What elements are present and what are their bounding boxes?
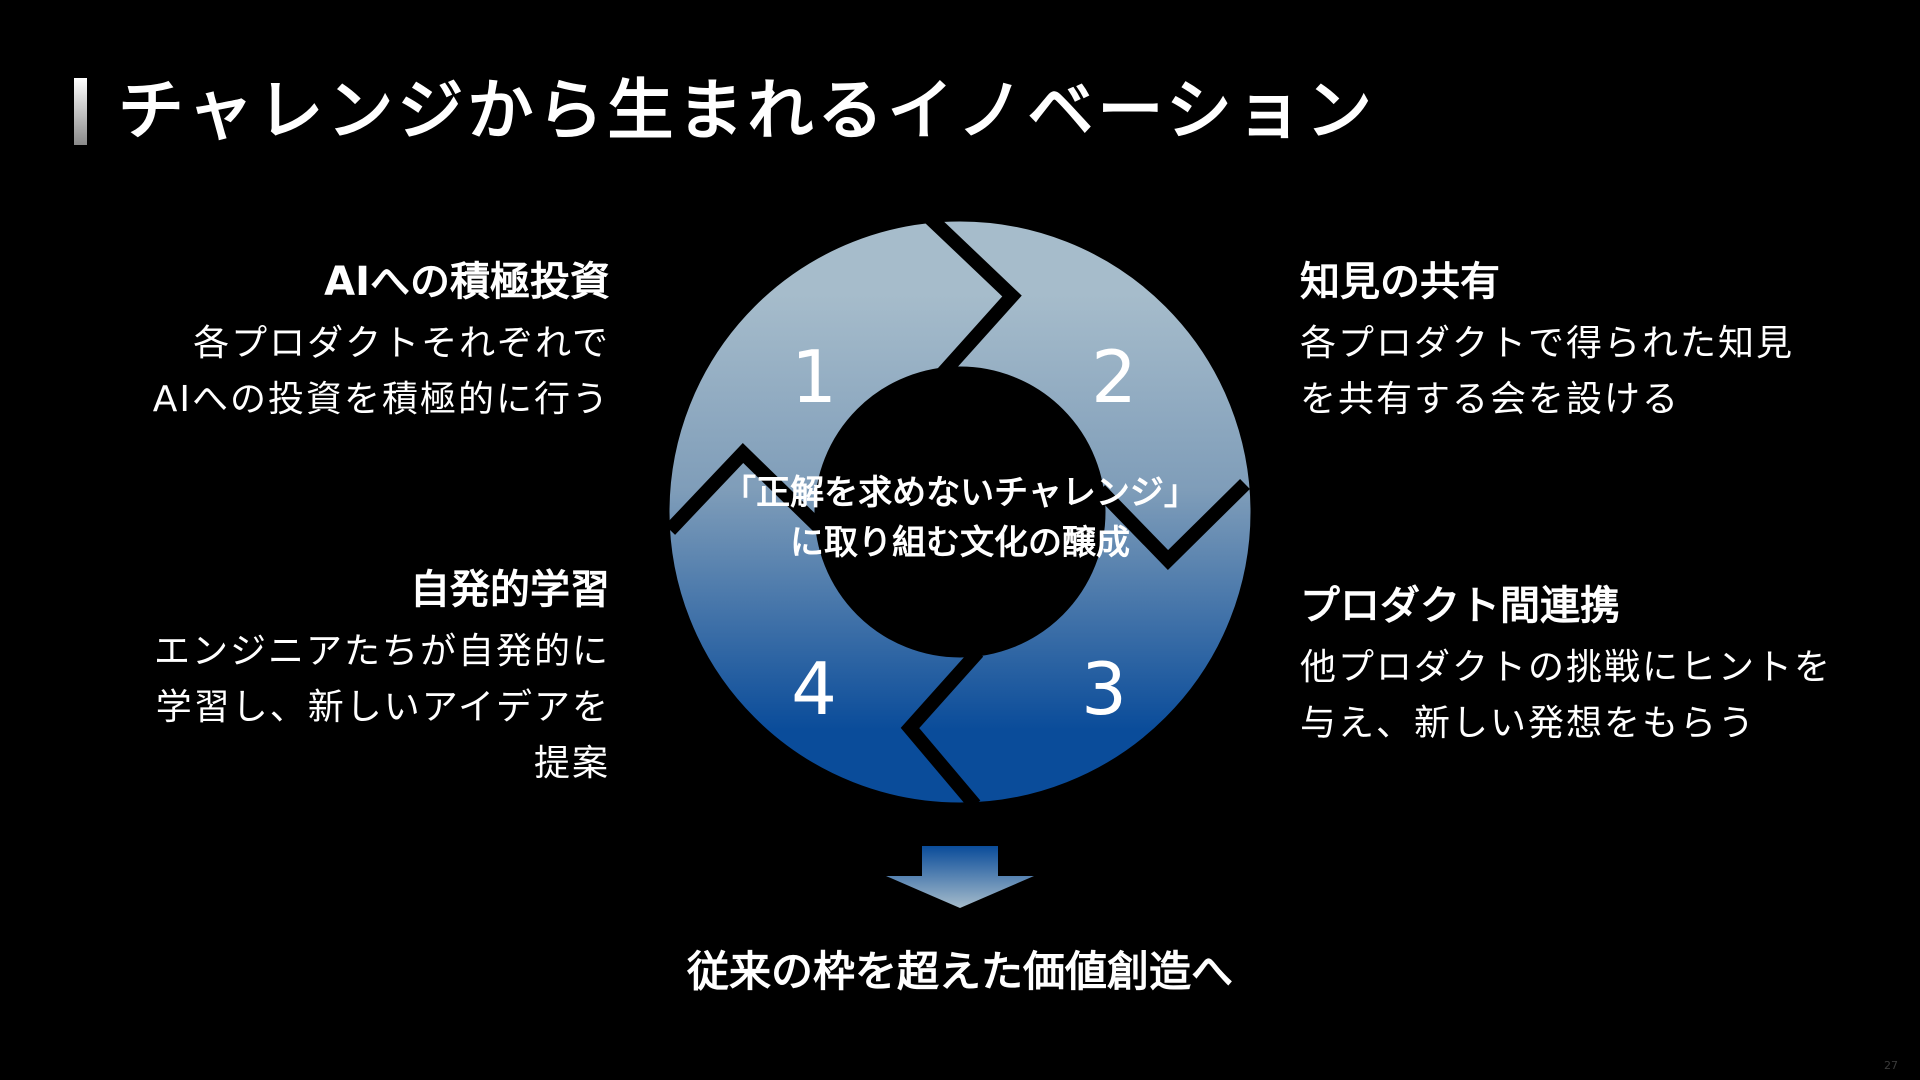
segment-3-body-line: 与え、新しい発想をもらう bbox=[1300, 703, 1757, 744]
center-caption-line1: 「正解を求めないチャレンジ」 bbox=[722, 473, 1198, 513]
segment-1-heading: AIへの積極投資 bbox=[324, 259, 610, 305]
conclusion-text: 従来の枠を超えた価値創造へ bbox=[686, 947, 1233, 996]
segment-dividers bbox=[664, 212, 1250, 810]
segment-3-number: 3 bbox=[1081, 647, 1127, 731]
segment-4-body-line: 学習し、新しいアイデアを bbox=[155, 687, 610, 728]
slide-title: チャレンジから生まれるイノベーション bbox=[118, 72, 1377, 149]
divider-right bbox=[1094, 479, 1250, 570]
divider-left bbox=[664, 443, 827, 536]
center-caption-line2: に取り組む文化の醸成 bbox=[790, 523, 1130, 563]
segment-1-body: 各プロダクトそれぞれで AIへの投資を積極的に行う bbox=[50, 316, 610, 428]
cycle-diagram: 1 2 3 4 「正解を求めないチャレンジ」 に取り組む文化の醸成 bbox=[664, 212, 1251, 908]
cycle-ring bbox=[669, 221, 1251, 803]
segment-2-number: 2 bbox=[1091, 335, 1137, 419]
segment-4-body-line: 提案 bbox=[533, 743, 610, 784]
segment-3-body: 他プロダクトの挑戦にヒントを 与え、新しい発想をもらう bbox=[1300, 640, 1860, 752]
segment-3-body-line: 他プロダクトの挑戦にヒントを bbox=[1300, 647, 1833, 688]
segment-2-body-line: を共有する会を設ける bbox=[1300, 379, 1681, 420]
page-number: 27 bbox=[1884, 1059, 1898, 1072]
segment-4-body: エンジニアたちが自発的に 学習し、新しいアイデアを 提案 bbox=[50, 624, 610, 792]
down-arrow bbox=[886, 846, 1034, 908]
divider-bottom bbox=[900, 647, 984, 810]
segment-3-heading: プロダクト間連携 bbox=[1300, 583, 1620, 629]
segment-4-number: 4 bbox=[791, 647, 837, 731]
segment-4-heading: 自発的学習 bbox=[410, 567, 610, 613]
divider-top bbox=[925, 212, 1022, 379]
segment-2-heading: 知見の共有 bbox=[1300, 259, 1500, 305]
segment-4-body-line: エンジニアたちが自発的に bbox=[153, 631, 610, 672]
segment-1-body-line: AIへの投資を積極的に行う bbox=[152, 379, 610, 420]
title-accent-bar bbox=[74, 78, 87, 145]
segment-4-description: 自発的学習 エンジニアたちが自発的に 学習し、新しいアイデアを 提案 bbox=[50, 562, 610, 792]
segment-1-number: 1 bbox=[791, 335, 837, 419]
segment-1-body-line: 各プロダクトそれぞれで bbox=[193, 323, 610, 364]
segment-2-description: 知見の共有 各プロダクトで得られた知見 を共有する会を設ける bbox=[1300, 254, 1860, 428]
segment-3-description: プロダクト間連携 他プロダクトの挑戦にヒントを 与え、新しい発想をもらう bbox=[1300, 578, 1860, 752]
segment-1-description: AIへの積極投資 各プロダクトそれぞれで AIへの投資を積極的に行う bbox=[50, 254, 610, 428]
segment-2-body: 各プロダクトで得られた知見 を共有する会を設ける bbox=[1300, 316, 1860, 428]
segment-2-body-line: 各プロダクトで得られた知見 bbox=[1300, 323, 1795, 364]
